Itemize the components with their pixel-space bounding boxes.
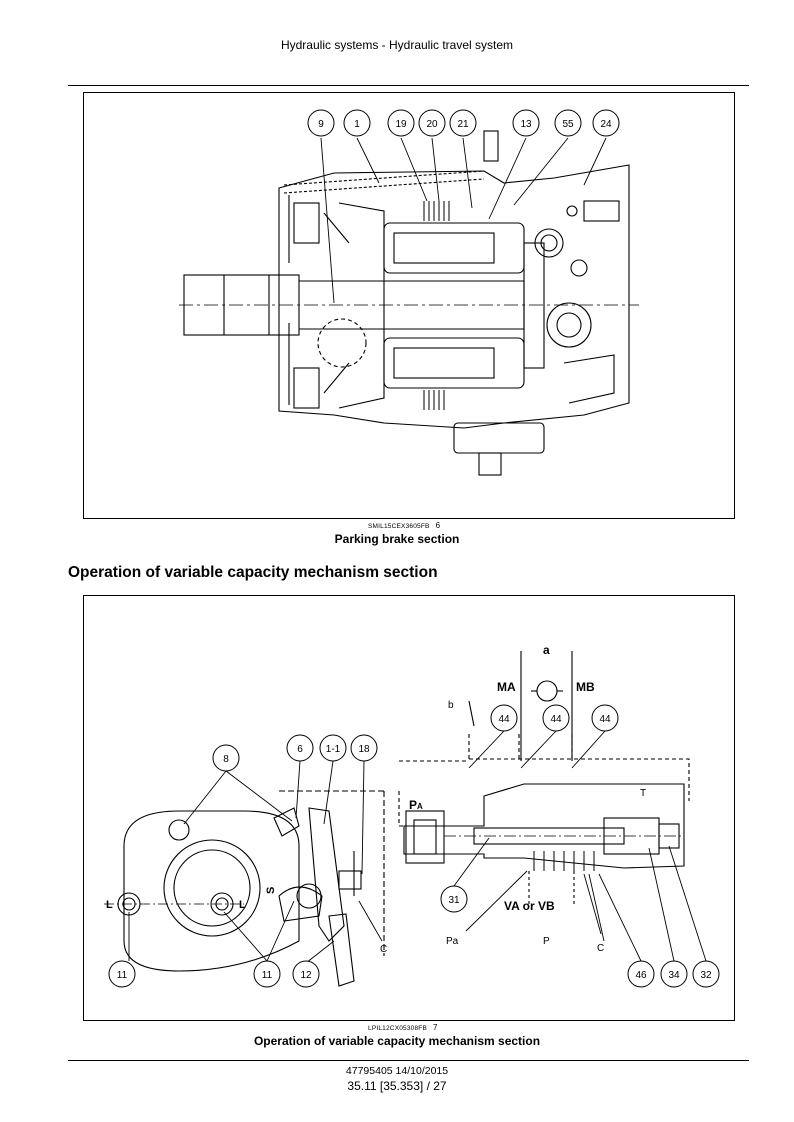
label-pa: PA xyxy=(409,798,423,812)
callout-46: 46 xyxy=(635,970,647,981)
header-rule xyxy=(68,85,749,86)
callout-1-1: 1-1 xyxy=(326,744,341,755)
label-pa-lower: Pa xyxy=(446,936,459,947)
label-l-1: L xyxy=(106,899,113,911)
label-c-1: C xyxy=(380,944,387,955)
figure1-ref-code: SMIL15CEX3605FB xyxy=(368,523,430,530)
footer-rule xyxy=(68,1060,749,1061)
figure-variable-capacity: 8 6 1-1 18 44 44 44 31 46 34 32 11 11 12… xyxy=(83,595,735,1021)
label-l-2: L xyxy=(239,899,246,911)
callout-32: 32 xyxy=(700,970,712,981)
figure2-ref-num: 7 xyxy=(433,1023,438,1032)
callout-44-a: 44 xyxy=(498,714,510,725)
callout-12: 12 xyxy=(300,970,312,981)
callout-19: 19 xyxy=(395,119,407,130)
callout-44-c: 44 xyxy=(599,714,611,725)
figure1-ref-num: 6 xyxy=(435,521,441,530)
label-t: T xyxy=(640,788,646,799)
parking-brake-drawing: 9 1 19 20 21 13 55 24 xyxy=(179,109,639,476)
callout-55: 55 xyxy=(562,119,574,130)
section-heading: Operation of variable capacity mechanism… xyxy=(68,564,438,581)
page-header: Hydraulic systems - Hydraulic travel sys… xyxy=(280,38,514,52)
callout-11-b: 11 xyxy=(262,970,273,981)
figure2-reference: LPIL12CX05308FB 7 xyxy=(368,1023,438,1032)
callout-9: 9 xyxy=(318,119,324,130)
callout-18: 18 xyxy=(358,744,370,755)
label-ma: MA xyxy=(497,680,516,694)
page-number: 35.11 [35.353] / 27 xyxy=(347,1079,447,1093)
figure-parking-brake: 9 1 19 20 21 13 55 24 xyxy=(83,92,735,519)
callout-13: 13 xyxy=(520,119,532,130)
callout-6: 6 xyxy=(297,744,303,755)
callout-1: 1 xyxy=(354,119,360,130)
callout-44-b: 44 xyxy=(550,714,562,725)
callout-24: 24 xyxy=(600,119,612,130)
figure1-caption: Parking brake section xyxy=(334,532,460,546)
callout-34: 34 xyxy=(668,970,680,981)
callout-20: 20 xyxy=(426,119,438,130)
label-va-or-vb: VA or VB xyxy=(504,899,555,913)
figure2-caption: Operation of variable capacity mechanism… xyxy=(253,1034,541,1048)
figure1-reference: SMIL15CEX3605FB 6 xyxy=(368,521,440,530)
callout-21: 21 xyxy=(457,119,469,130)
callout-31: 31 xyxy=(448,895,460,906)
label-a: a xyxy=(543,643,550,657)
variable-capacity-drawing: 8 6 1-1 18 44 44 44 31 46 34 32 11 11 12… xyxy=(104,643,720,988)
callout-8: 8 xyxy=(223,754,229,765)
callout-11-a: 11 xyxy=(117,970,128,981)
label-c-2: C xyxy=(597,943,604,954)
figure2-ref-code: LPIL12CX05308FB xyxy=(368,1025,428,1032)
label-b: b xyxy=(448,700,454,711)
label-p: P xyxy=(543,936,550,947)
label-mb: MB xyxy=(576,680,595,694)
label-s: S xyxy=(265,887,277,894)
footer-doc-info: 47795405 14/10/2015 xyxy=(345,1065,449,1077)
